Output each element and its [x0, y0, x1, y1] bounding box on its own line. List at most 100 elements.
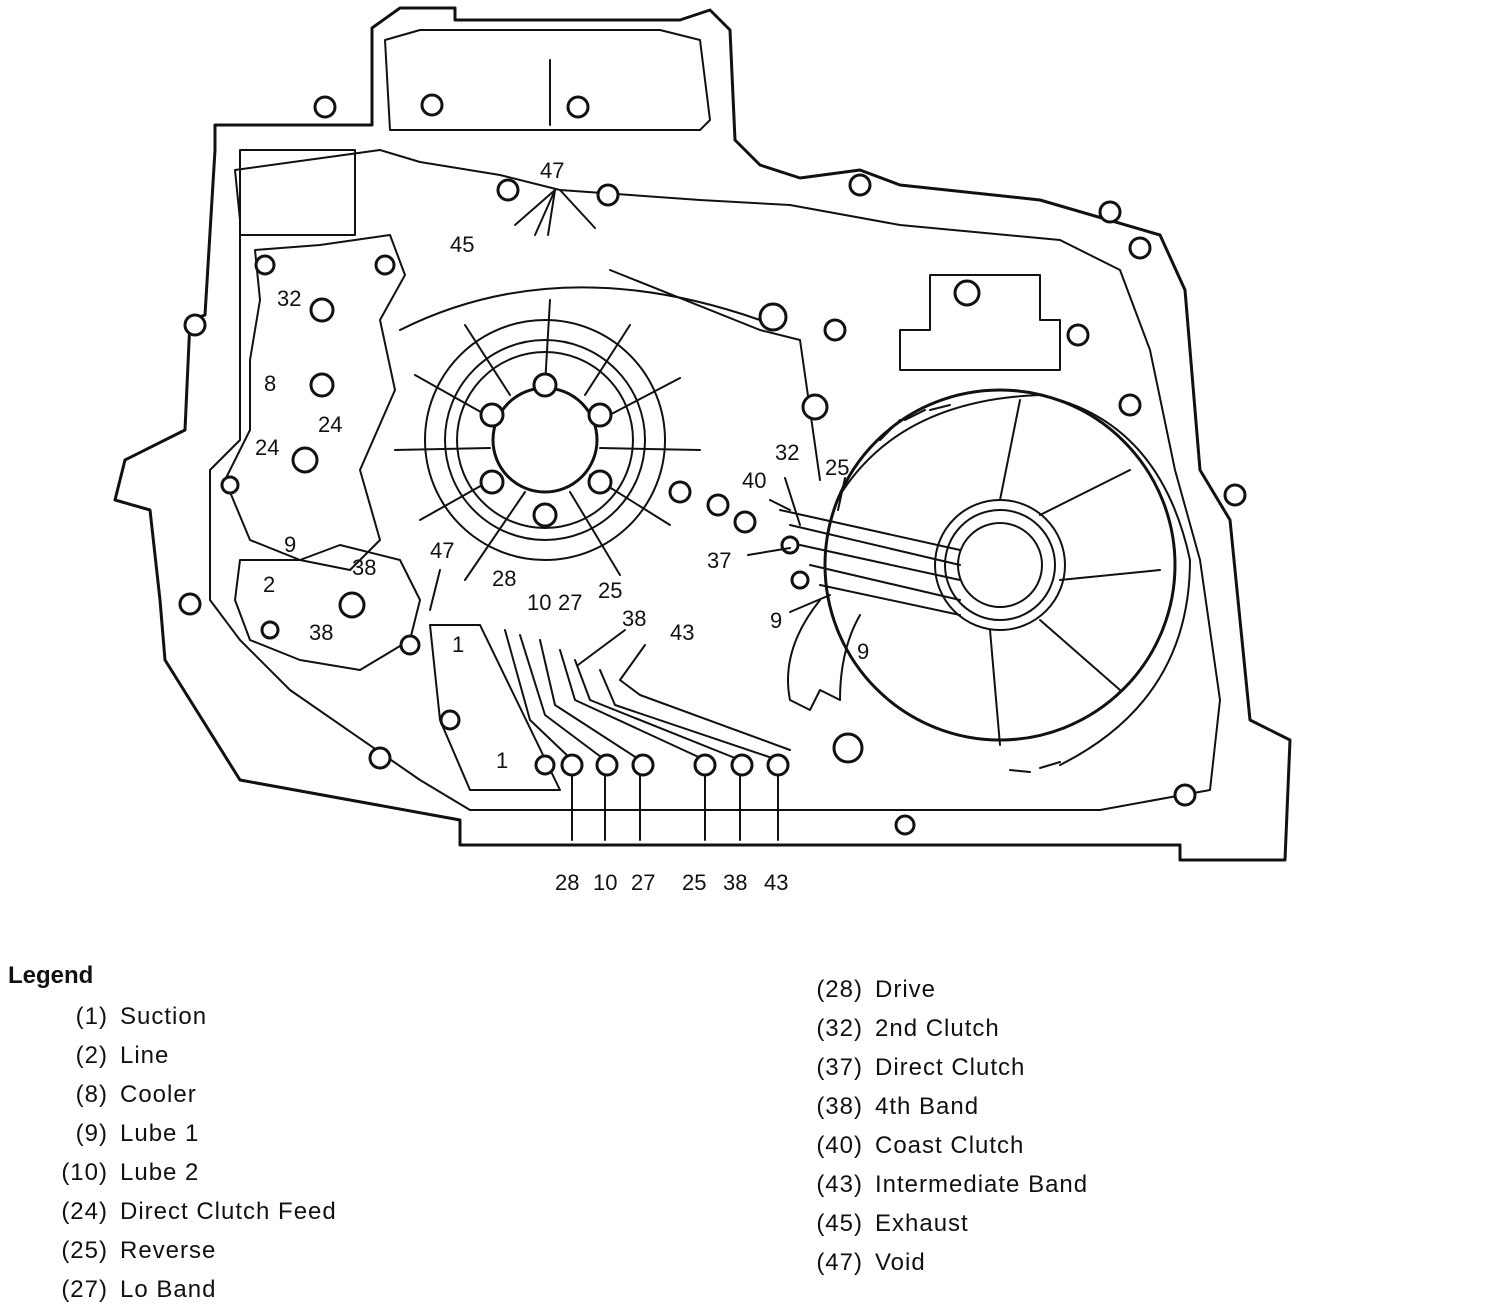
- label-direct-clutch-feed-b: 24: [255, 435, 279, 460]
- legend-label: 4th Band: [875, 1093, 980, 1120]
- legend-item: (9) Lube 1: [50, 1120, 337, 1159]
- label-coast-clutch: 40: [742, 468, 766, 493]
- label-direct-clutch: 37: [707, 548, 731, 573]
- upper-right-box: [899, 274, 1061, 371]
- legend-label: Suction: [120, 1003, 208, 1030]
- label-void-top: 47: [540, 158, 564, 183]
- port-label-lo-band: 27: [631, 870, 655, 895]
- lube-channel: [787, 599, 861, 711]
- leader-lines: [429, 189, 846, 681]
- legend-num: (24): [61, 1198, 108, 1225]
- legend-num: (27): [61, 1276, 108, 1303]
- legend-item: (40)Coast Clutch: [805, 1132, 1088, 1171]
- suction-passage: [429, 624, 561, 791]
- port-label-drive: 28: [555, 870, 579, 895]
- legend-label: Line: [120, 1042, 170, 1069]
- bottom-port-holes: [560, 753, 790, 777]
- legend-num: (1): [75, 1003, 108, 1030]
- transmission-case-diagram: 47 45 32 8 24 24 9 2 38 38 47 28 10 27 2…: [113, 6, 1292, 895]
- pump-bolt-holes: [479, 372, 613, 528]
- legend-num: (32): [816, 1015, 863, 1042]
- legend-num: (10): [61, 1159, 108, 1186]
- label-2nd-clutch-right: 32: [775, 440, 799, 465]
- legend-item: (25) Reverse: [50, 1237, 337, 1276]
- legend-label: Cooler: [120, 1081, 197, 1108]
- legend-num: (9): [75, 1120, 108, 1147]
- label-void-left: 47: [430, 538, 454, 563]
- label-suction-a: 1: [452, 632, 464, 657]
- case-bolt-holes: [178, 93, 1247, 836]
- legend-num: (45): [816, 1210, 863, 1237]
- legend-item: (24)Direct Clutch Feed: [50, 1198, 337, 1237]
- legend-num: (47): [816, 1249, 863, 1276]
- label-intermediate-band: 43: [670, 620, 694, 645]
- port-label-reverse: 25: [682, 870, 706, 895]
- case-outline: [113, 6, 1292, 862]
- legend-label: Drive: [875, 976, 937, 1003]
- legend-item: (28) Drive: [805, 976, 1088, 1015]
- label-drive: 28: [492, 566, 516, 591]
- drum-outer: [823, 388, 1177, 742]
- drum-ring-3: [957, 522, 1043, 608]
- label-lube1-right-b: 9: [857, 639, 869, 664]
- pump-center: [491, 386, 599, 494]
- legend-item: (47) Void: [805, 1249, 1088, 1288]
- legend-item: (10) Lube 2: [50, 1159, 337, 1198]
- label-lube1-right-a: 9: [770, 608, 782, 633]
- legend-item: (37)Direct Clutch: [805, 1054, 1088, 1093]
- label-lube1-left: 9: [284, 532, 296, 557]
- legend-label: Reverse: [120, 1237, 217, 1264]
- drum-ring-1: [934, 499, 1066, 631]
- legend-item: (45)Exhaust: [805, 1210, 1088, 1249]
- legend-num: (43): [816, 1171, 863, 1198]
- label-suction-b: 1: [496, 748, 508, 773]
- label-lo-band: 27: [558, 590, 582, 615]
- left-passage-upper: [224, 234, 406, 571]
- top-cover: [384, 29, 711, 131]
- drum-passages: [779, 509, 961, 616]
- label-exhaust: 45: [450, 232, 474, 257]
- legend-item: (27) Lo Band: [50, 1276, 337, 1315]
- legend-label: Direct Clutch: [875, 1054, 1026, 1081]
- pump-outer-ring: [424, 319, 666, 561]
- valve-bores: [291, 279, 981, 764]
- drum-tabs: [879, 404, 1061, 773]
- port-passages: [504, 629, 791, 841]
- label-cooler: 8: [264, 371, 276, 396]
- legend-label: Lube 2: [120, 1159, 200, 1186]
- legend-label: Lube 1: [120, 1120, 200, 1147]
- left-passage-lower: [234, 544, 421, 671]
- legend-item: (43) Intermediate Band: [805, 1171, 1088, 1210]
- legend-num: (25): [61, 1237, 108, 1264]
- side-box: [239, 149, 356, 236]
- legend-label: Intermediate Band: [875, 1171, 1089, 1198]
- legend-item: (8) Cooler: [50, 1081, 337, 1120]
- legend-item: (1) Suction: [50, 1003, 337, 1042]
- label-direct-clutch-feed-a: 24: [318, 412, 342, 437]
- label-4th-band-a: 38: [352, 555, 376, 580]
- legend-num: (8): [75, 1081, 108, 1108]
- legend-label: Lo Band: [120, 1276, 217, 1303]
- label-reverse-center: 25: [598, 578, 622, 603]
- label-line: 2: [263, 572, 275, 597]
- legend-label: 2nd Clutch: [875, 1015, 1000, 1042]
- drum-band: [839, 394, 1191, 766]
- label-4th-band-b: 38: [309, 620, 333, 645]
- legend-title: Legend: [8, 962, 94, 989]
- port-label-lube2: 10: [593, 870, 617, 895]
- legend-num: (40): [816, 1132, 863, 1159]
- pump-ring-2: [444, 339, 646, 541]
- legend-label: Void: [875, 1249, 926, 1276]
- label-lube2: 10: [527, 590, 551, 615]
- pump-ring-3: [456, 351, 634, 529]
- label-4th-band-center: 38: [622, 606, 646, 631]
- legend-left-column: (1)Suction (2)Line (8)Cooler (9)Lube 1 (…: [50, 1003, 337, 1315]
- legend-item: (38) 4th Band: [805, 1093, 1088, 1132]
- legend-right-column: (28) Drive (32) 2nd Clutch (37)Direct Clut…: [805, 976, 1088, 1288]
- port-label-intermediate-band: 43: [764, 870, 788, 895]
- pump-arc: [399, 286, 761, 331]
- drum-spokes: [989, 399, 1161, 746]
- legend-num: (28): [816, 976, 863, 1003]
- legend-num: (38): [816, 1093, 863, 1120]
- legend-item: (32) 2nd Clutch: [805, 1015, 1088, 1054]
